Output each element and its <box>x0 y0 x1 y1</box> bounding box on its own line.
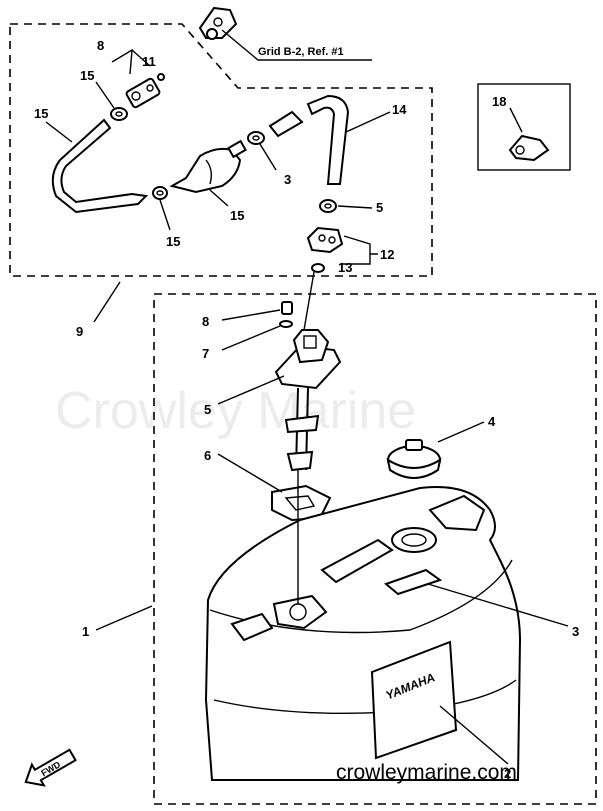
callout-15c: 3 <box>284 172 291 187</box>
fuel-gauge-pickup <box>274 329 342 472</box>
short-hose <box>268 110 304 138</box>
hose-clip <box>152 186 168 200</box>
callout-14: 14 <box>392 102 407 117</box>
callout-15a: 15 <box>80 68 94 83</box>
footer-url: crowleymarine.com <box>336 761 517 784</box>
leader-2 <box>439 705 509 765</box>
vent-screw <box>508 134 550 162</box>
leader-15c <box>259 143 277 171</box>
callout-9: 9 <box>76 324 83 339</box>
callout-13: 13 <box>338 260 352 275</box>
leader-7 <box>221 325 281 351</box>
o-ring-8 <box>281 301 293 315</box>
fuel-hose-14 <box>306 94 350 185</box>
callout-11: 11 <box>142 54 156 69</box>
leader-17 <box>209 189 229 207</box>
leader-15b <box>159 199 171 231</box>
callout-8: 8 <box>202 314 209 329</box>
watermark: Crowley Marine <box>55 382 416 440</box>
callout-7: 7 <box>202 346 209 361</box>
washer-7 <box>279 320 293 328</box>
leader-6 <box>217 453 283 493</box>
callout-10: 8 <box>97 38 104 53</box>
fuel-hose-16 <box>51 118 149 214</box>
leader-15d <box>337 205 373 209</box>
fuel-tank-body: YAMAHA <box>204 486 522 781</box>
callout-5: 5 <box>204 402 211 417</box>
primer-bulb <box>169 139 247 194</box>
callout-15b: 15 <box>166 234 180 249</box>
leader-8 <box>221 309 281 321</box>
leader-5 <box>217 375 285 405</box>
callout-6: 6 <box>204 448 211 463</box>
leader-14 <box>345 111 391 133</box>
leader-10 <box>111 48 151 75</box>
outboard-connector <box>198 6 238 40</box>
connector-line <box>303 271 315 331</box>
callout-16: 15 <box>34 106 48 121</box>
tank-connector <box>306 226 344 273</box>
fuel-line-assembly-outline <box>9 23 433 277</box>
part-18-box <box>477 83 571 171</box>
hose-clip <box>319 199 337 213</box>
callout-2: 2 <box>504 766 511 781</box>
leader-3 <box>427 583 569 627</box>
leader-18 <box>509 107 523 133</box>
callout-15d: 5 <box>376 200 383 215</box>
callout-17: 15 <box>230 208 244 223</box>
callout-1: 1 <box>82 624 89 639</box>
callout-3: 3 <box>572 624 579 639</box>
callout-18: 18 <box>492 94 506 109</box>
hose-clip <box>110 107 128 121</box>
leader-16 <box>45 121 73 143</box>
leader-15a <box>95 81 115 109</box>
leader-4 <box>437 421 485 443</box>
ref-leader <box>221 29 372 61</box>
callout-12: 12 <box>380 247 394 262</box>
filler-cap <box>386 439 442 479</box>
leader-1 <box>95 605 153 631</box>
hose-clip <box>247 131 265 145</box>
tank-assembly-outline <box>153 293 597 805</box>
leader-12 <box>340 235 378 265</box>
fwd-arrow: FWD <box>24 748 77 787</box>
leader-9 <box>93 281 121 323</box>
hose-joint-fitting <box>125 73 165 109</box>
callout-4: 4 <box>488 414 496 429</box>
reference-note: Grid B-2, Ref. #1 <box>258 46 344 58</box>
